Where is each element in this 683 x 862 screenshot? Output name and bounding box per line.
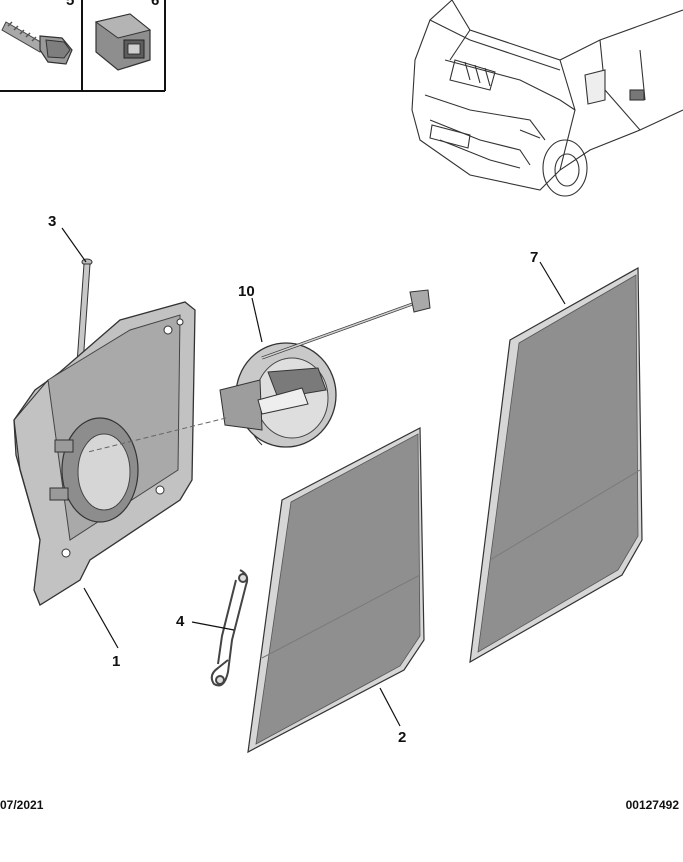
callout-7: 7 — [530, 249, 538, 266]
side-panel-icon — [469, 266, 643, 664]
leader-lines — [61, 227, 566, 727]
callout-4: 4 — [176, 613, 185, 630]
callout-2: 2 — [398, 729, 406, 746]
bolt-icon — [1, 21, 73, 65]
inset-label-5: 5 — [66, 0, 74, 9]
callout-1: 1 — [112, 653, 120, 670]
van-icon — [411, 0, 683, 197]
footer-date: 07/2021 — [0, 798, 44, 812]
fuel-flap-housing-icon — [13, 301, 196, 606]
callout-3: 3 — [48, 213, 56, 230]
callout-10: 10 — [238, 283, 255, 300]
fuel-cap-icon — [219, 289, 431, 448]
clip-icon — [94, 13, 152, 71]
door-panel-icon — [247, 427, 425, 754]
footer-reference: 00127492 — [625, 798, 679, 812]
parts-inset-table: 5 6 — [0, 0, 166, 92]
inset-label-6: 6 — [151, 0, 159, 9]
spring-clip-icon — [210, 569, 249, 687]
